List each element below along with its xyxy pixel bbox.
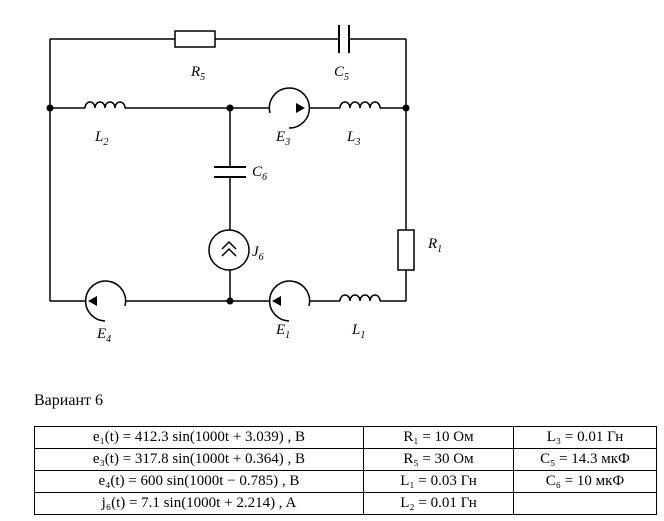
table-cell: e₁(t) = 412.3 sin(1000t + 3.039) , B — [34, 426, 364, 449]
resistor-r1 — [397, 229, 415, 271]
inductor-l2 — [84, 101, 126, 109]
label-j6: J6 — [252, 244, 264, 263]
table-cell: e₃(t) = 317.8 sin(1000t + 0.364) , B — [34, 448, 364, 471]
node-left-middle — [46, 104, 54, 112]
voltage-source-e4 — [84, 280, 127, 322]
resistor-r5 — [174, 30, 216, 48]
table-cell: C₆ = 10 мкФ — [513, 470, 657, 493]
table-cell: j₆(t) = 7.1 sin(1000t + 2.214) , A — [34, 492, 364, 515]
label-e4: E4 — [96, 326, 111, 345]
label-r5: R5 — [190, 64, 205, 83]
table-cell: R₁ = 10 Ом — [363, 426, 514, 449]
label-e1: E1 — [275, 322, 290, 341]
table-row: e₄(t) = 600 sin(1000t − 0.785) , B L₁ = … — [34, 470, 657, 493]
variant-title: Вариант 6 — [34, 392, 103, 409]
wires — [49, 38, 407, 302]
voltage-source-e3 — [268, 87, 311, 129]
capacitor-c6 — [214, 166, 246, 178]
label-l2: L2 — [94, 129, 108, 148]
table-cell: L₃ = 0.01 Гн — [513, 426, 657, 449]
parameters-table: e₁(t) = 412.3 sin(1000t + 3.039) , B R₁ … — [34, 426, 657, 515]
inductor-l3 — [339, 101, 381, 109]
label-r1: R1 — [427, 236, 442, 255]
label-e3: E3 — [275, 129, 290, 148]
current-source-j6 — [208, 229, 250, 271]
table-cell: L₁ = 0.03 Гн — [363, 470, 514, 493]
table-cell — [513, 492, 657, 515]
table-cell: L₂ = 0.01 Гн — [363, 492, 514, 515]
table-cell: C₅ = 14.3 мкФ — [513, 448, 657, 471]
node-center-bottom — [226, 297, 234, 305]
inductor-l1 — [339, 294, 381, 302]
table-row: e₁(t) = 412.3 sin(1000t + 3.039) , B R₁ … — [34, 426, 657, 449]
node-right-middle — [402, 104, 410, 112]
circuit-diagram: R5 C5 L2 E3 L3 C6 J6 R1 E4 E1 L1 — [46, 25, 442, 345]
label-c5: C5 — [334, 64, 349, 83]
label-c6: C6 — [252, 164, 267, 183]
node-center-middle — [226, 104, 234, 112]
table-row: e₃(t) = 317.8 sin(1000t + 0.364) , B R₅ … — [34, 448, 657, 471]
label-l1: L1 — [351, 322, 365, 341]
table-row: j₆(t) = 7.1 sin(1000t + 2.214) , A L₂ = … — [34, 492, 657, 515]
capacitor-c5 — [338, 25, 350, 53]
voltage-source-e1 — [268, 280, 311, 322]
table-cell: e₄(t) = 600 sin(1000t − 0.785) , B — [34, 470, 364, 493]
label-l3: L3 — [346, 129, 360, 148]
table-cell: R₅ = 30 Ом — [363, 448, 514, 471]
